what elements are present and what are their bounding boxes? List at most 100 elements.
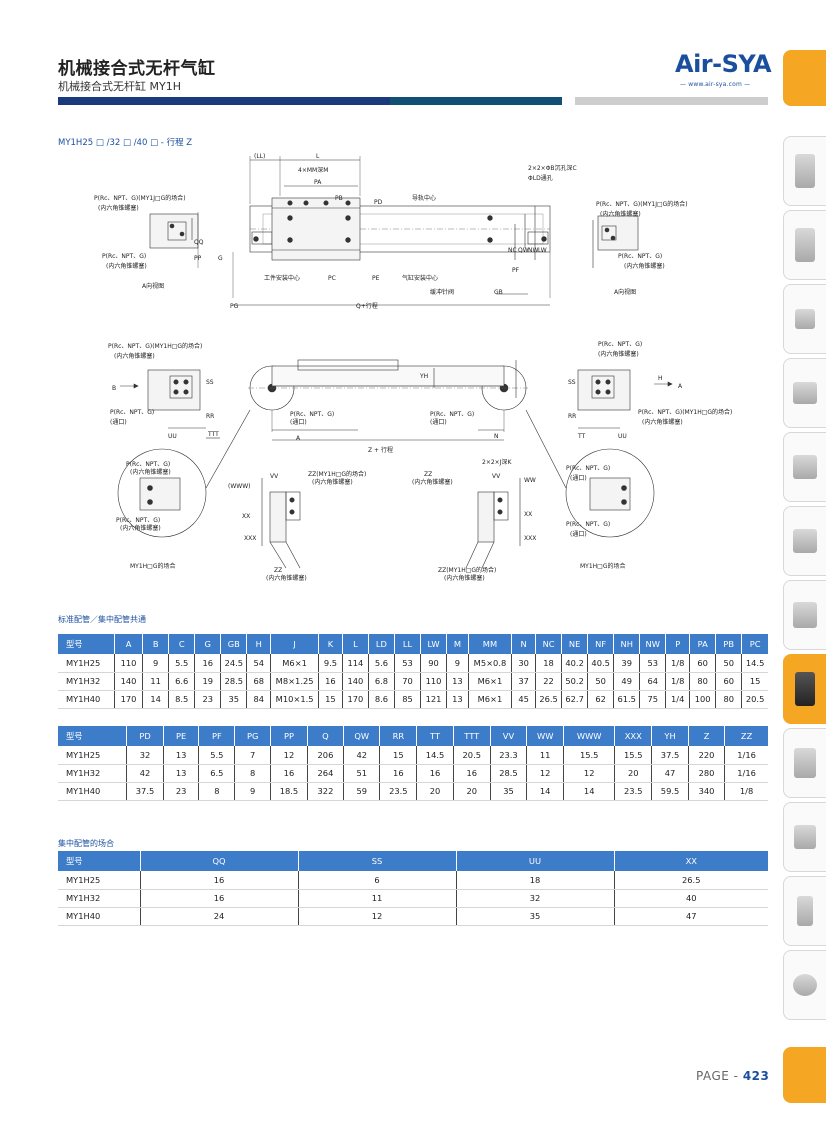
label-case-left: MY1H□G的场合 (130, 562, 176, 570)
table-cell: M6×1 (270, 654, 319, 673)
table-cell: 16 (270, 764, 308, 783)
table-cell: 62.7 (561, 690, 588, 709)
label-through-circle-right-2: (通口) (570, 530, 587, 538)
table-cell: 37.5 (126, 782, 164, 801)
dim-N: N (494, 433, 499, 440)
table-cell: 59 (343, 782, 380, 801)
side-tab-silencer[interactable] (783, 876, 826, 946)
table-cell: 23 (162, 782, 199, 801)
table-cell: 15 (379, 746, 417, 765)
table-cell: M10×1.5 (270, 690, 319, 709)
label-2x2xJ: 2×2×J深K (482, 458, 512, 466)
side-tab-pipe[interactable] (783, 802, 826, 872)
table-cell: 6 (297, 871, 456, 890)
table-cell: 18 (455, 871, 614, 890)
label-hex-plug-mid-right: (内六角锥螺塞) (598, 350, 639, 358)
side-tab-filter[interactable] (783, 136, 826, 206)
column-header: VV (489, 726, 527, 746)
table-cell: 13 (162, 764, 199, 783)
column-header: LL (393, 634, 421, 654)
label-port-mid-b: P(Rc、NPT、G) (430, 411, 474, 418)
silencer-icon (797, 896, 813, 926)
side-tab-actuator[interactable] (783, 728, 826, 798)
table-cell: 35 (220, 690, 247, 709)
label-view-a-right: A向视图 (614, 288, 636, 296)
dim-A: A (296, 435, 301, 442)
column-header: PC (741, 634, 768, 654)
table-cell: 11 (526, 746, 564, 765)
page-title: 机械接合式无杆气缸 (58, 59, 216, 79)
dim-UU-right: UU (618, 433, 627, 440)
brand-url: — www.air-sya.com — (680, 81, 751, 88)
label-through-mid-a: (通口) (290, 418, 307, 426)
table-cell: 5.5 (198, 746, 235, 765)
column-header: J (270, 634, 319, 654)
table-cell: 264 (306, 764, 344, 783)
section-centralized-label: 集中配管的场合 (58, 839, 114, 848)
label-case-right: MY1H□G的场合 (580, 562, 626, 570)
table-cell: M5×0.8 (467, 654, 512, 673)
table-cell: 114 (341, 654, 369, 673)
column-header: XX (613, 851, 768, 871)
column-header: SS (297, 851, 456, 871)
table-cell: MY1H32 (58, 764, 127, 783)
table-cell: 37.5 (651, 746, 689, 765)
table-cell: 35 (455, 907, 614, 926)
table-cell: 12 (563, 764, 615, 783)
dim-XXX-right: XXX (524, 535, 536, 542)
table-cell: 170 (113, 690, 143, 709)
table-cell: 9 (142, 654, 169, 673)
brand-logo: Air-SYA (675, 50, 772, 78)
side-tab-regulator[interactable] (783, 432, 826, 502)
dim-RR-right: RR (568, 413, 576, 420)
side-tab-elbow[interactable] (783, 358, 826, 428)
side-tab-lubricator[interactable] (783, 210, 826, 280)
side-tab-gauge[interactable] (783, 950, 826, 1020)
column-header: A (113, 634, 143, 654)
dim-H: H (658, 375, 663, 382)
side-tab-cylinder-active[interactable] (783, 654, 826, 724)
column-header: H (246, 634, 271, 654)
table-cell: 121 (419, 690, 447, 709)
table-cell: 60 (715, 672, 742, 691)
dim-PD: PD (374, 199, 383, 206)
lubricator-icon (795, 228, 815, 262)
column-header: NW (639, 634, 666, 654)
table-cell: M8×1.25 (270, 672, 319, 691)
label-hex-mid: (内六角锥螺塞) (412, 478, 453, 486)
table-cell: 24.5 (220, 654, 247, 673)
table-cell: 62 (587, 690, 614, 709)
table-cell: MY1H25 (58, 871, 140, 890)
column-header: RR (379, 726, 417, 746)
table-cell: 7 (234, 746, 271, 765)
table-cell: 50 (587, 672, 614, 691)
pipe-icon (794, 825, 816, 849)
column-header: PF (198, 726, 235, 746)
side-tab-manifold[interactable] (783, 580, 826, 650)
table-cell: 51 (343, 764, 380, 783)
dim-NC: NC (508, 247, 517, 254)
table-cell: 220 (687, 746, 725, 765)
side-tab-fitting[interactable] (783, 284, 826, 354)
table-cell: 75 (639, 690, 666, 709)
regulator-icon (793, 455, 817, 479)
column-header: ZZ (724, 726, 768, 746)
label-hex-circle-left-2: (内六角锥螺塞) (120, 524, 161, 532)
dim-WW: WW (524, 477, 536, 484)
column-header: XXX (614, 726, 652, 746)
side-accent-top (783, 50, 826, 106)
table-cell: 50 (715, 654, 742, 673)
dim-Q-stroke: Q+行程 (356, 302, 378, 310)
label-through-mid-b: (通口) (430, 418, 447, 426)
dim-L: L (316, 153, 320, 160)
dim-PA: PA (314, 179, 322, 186)
column-header: PE (162, 726, 199, 746)
table-cell: 12 (270, 746, 308, 765)
column-header: LD (367, 634, 395, 654)
side-tab-valve[interactable] (783, 506, 826, 576)
table-cell: 110 (419, 672, 447, 691)
table-cell: 53 (639, 654, 666, 673)
label-hex-plug-right-2: (内六角锥螺塞) (624, 262, 665, 270)
page-num: 423 (742, 1069, 770, 1083)
column-header: 型号 (58, 634, 115, 654)
